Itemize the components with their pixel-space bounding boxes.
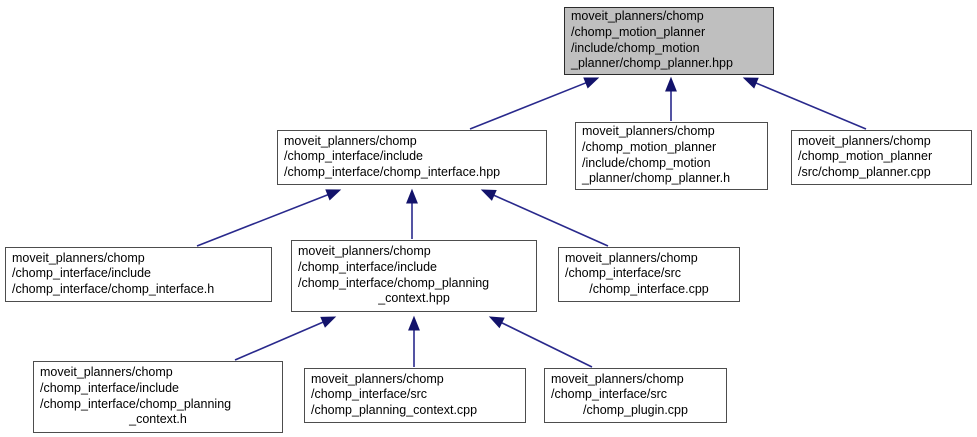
- graph-node-label-line: moveit_planners/chomp: [551, 371, 684, 386]
- graph-node-chomp_interface_cpp[interactable]: moveit_planners/chomp/chomp_interface/sr…: [558, 247, 740, 302]
- graph-edge-chomp_plugin_cpp-to-chomp_planning_context_hpp: [501, 322, 593, 368]
- graph-node-chomp_plugin_cpp[interactable]: moveit_planners/chomp/chomp_interface/sr…: [544, 368, 727, 423]
- graph-node-label-line: /include/chomp_motion: [582, 155, 711, 170]
- graph-node-label-line: /chomp_motion_planner: [582, 139, 717, 154]
- graph-edge-chomp_interface_cpp-to-chomp_interface_hpp: [493, 194, 609, 247]
- graph-node-chomp_planner_cpp[interactable]: moveit_planners/chomp/chomp_motion_plann…: [791, 130, 972, 185]
- graph-node-chomp_planner_h[interactable]: moveit_planners/chomp/chomp_motion_plann…: [575, 122, 768, 190]
- graph-arrowhead-chomp_interface_hpp-to-chomp_planner_hpp: [583, 77, 600, 89]
- graph-node-label-line: /chomp_plugin.cpp: [583, 402, 688, 417]
- graph-node-chomp_interface_h[interactable]: moveit_planners/chomp/chomp_interface/in…: [5, 247, 272, 302]
- graph-arrowhead-chomp_interface_cpp-to-chomp_interface_hpp: [480, 189, 497, 201]
- graph-node-label-line: moveit_planners/chomp: [571, 9, 704, 24]
- graph-node-chomp_interface_hpp[interactable]: moveit_planners/chomp/chomp_interface/in…: [277, 130, 547, 185]
- graph-node-label-line: /chomp_interface/include: [12, 266, 151, 281]
- graph-arrowhead-chomp_planning_context_cpp-to-chomp_planning_context_hpp: [408, 315, 420, 331]
- graph-node-label-line: moveit_planners/chomp: [311, 371, 444, 386]
- graph-edge-chomp_interface_h-to-chomp_interface_hpp: [196, 193, 329, 247]
- graph-node-label-line: /chomp_interface/chomp_planning: [298, 275, 490, 290]
- graph-node-label-line: moveit_planners/chomp: [298, 244, 431, 259]
- graph-node-label-line: _context.hpp: [378, 291, 450, 306]
- graph-node-label-line: moveit_planners/chomp: [284, 133, 417, 148]
- graph-node-chomp_planning_context_cpp[interactable]: moveit_planners/chomp/chomp_interface/sr…: [304, 368, 526, 423]
- graph-edge-chomp_planning_context_h-to-chomp_planning_context_hpp: [234, 321, 324, 361]
- graph-node-label-line: /src/chomp_planner.cpp: [798, 164, 931, 179]
- graph-node-label-line: _planner/chomp_planner.h: [582, 171, 731, 186]
- graph-node-label-line: /chomp_motion_planner: [798, 149, 933, 164]
- graph-node-label-line: /chomp_motion_planner: [571, 24, 706, 39]
- graph-node-label-line: _context.h: [129, 412, 187, 427]
- graph-node-label-line: moveit_planners/chomp: [40, 365, 173, 380]
- graph-arrowhead-chomp_planning_context_hpp-to-chomp_interface_hpp: [406, 188, 418, 204]
- graph-node-label-line: /chomp_interface/chomp_planning: [40, 396, 232, 411]
- graph-edge-chomp_interface_hpp-to-chomp_planner_hpp: [469, 82, 587, 130]
- graph-node-label-line: /chomp_interface/include: [284, 149, 423, 164]
- graph-node-label-line: /chomp_interface/src: [311, 387, 428, 402]
- graph-arrowhead-chomp_planning_context_h-to-chomp_planning_context_hpp: [320, 316, 337, 328]
- graph-node-label-line: /chomp_interface/include: [40, 380, 179, 395]
- graph-node-label-line: moveit_planners/chomp: [582, 124, 715, 139]
- graph-node-label-line: /chomp_interface/chomp_interface.hpp: [284, 164, 501, 179]
- graph-node-label-line: moveit_planners/chomp: [798, 133, 931, 148]
- graph-node-label-line: moveit_planners/chomp: [565, 250, 698, 265]
- graph-edge-chomp_planner_cpp-to-chomp_planner_hpp: [755, 82, 867, 130]
- graph-node-label-line: /chomp_interface.cpp: [589, 281, 709, 296]
- graph-node-label-line: /chomp_interface/chomp_interface.h: [12, 281, 215, 296]
- graph-node-label-line: /chomp_interface/src: [551, 387, 668, 402]
- graph-arrowhead-chomp_planner_h-to-chomp_planner_hpp: [665, 76, 677, 92]
- graph-node-label-line: moveit_planners/chomp: [12, 250, 145, 265]
- graph-node-chomp_planning_context_h[interactable]: moveit_planners/chomp/chomp_interface/in…: [33, 361, 283, 433]
- graph-node-chomp_planning_context_hpp[interactable]: moveit_planners/chomp/chomp_interface/in…: [291, 240, 537, 312]
- graph-node-label-line: /chomp_interface/include: [298, 259, 437, 274]
- graph-node-label-line: /include/chomp_motion: [571, 40, 700, 55]
- graph-arrowhead-chomp_plugin_cpp-to-chomp_planning_context_hpp: [488, 316, 505, 329]
- graph-node-chomp_planner_hpp[interactable]: moveit_planners/chomp/chomp_motion_plann…: [564, 7, 774, 75]
- graph-arrowhead-chomp_interface_h-to-chomp_interface_hpp: [325, 189, 342, 201]
- graph-node-label-line: /chomp_planning_context.cpp: [311, 402, 478, 417]
- graph-arrowhead-chomp_planner_cpp-to-chomp_planner_hpp: [742, 77, 759, 89]
- graph-node-label-line: /chomp_interface/src: [565, 266, 682, 281]
- graph-node-label-line: _planner/chomp_planner.hpp: [571, 56, 733, 71]
